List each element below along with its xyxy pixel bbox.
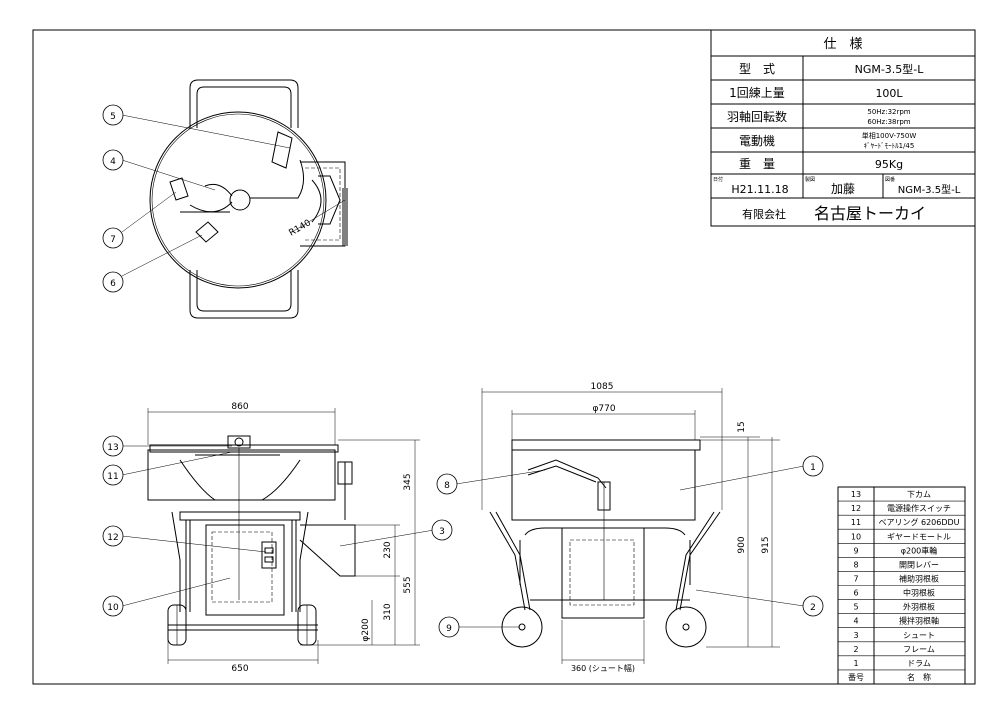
balloon-13: 13 (102, 435, 124, 457)
parts-row-no: 10 (851, 532, 861, 541)
balloon-11: 11 (102, 464, 124, 486)
balloon-2: 2 (802, 595, 824, 617)
svg-text:13: 13 (107, 443, 118, 453)
balloon-8: 8 (436, 473, 458, 495)
dim-1085: 1085 (591, 382, 614, 392)
svg-text:5: 5 (110, 112, 116, 122)
parts-row-name: 補助羽根板 (899, 573, 939, 583)
dim-230: 230 (383, 541, 393, 558)
spec-drafter-label: 製図 (805, 176, 815, 183)
dim-wheel: φ200 (361, 618, 371, 641)
side-view: 860 650 345 230 555 310 φ200 (121, 402, 435, 674)
sheet-border (32, 29, 976, 685)
svg-text:9: 9 (446, 624, 452, 634)
parts-row-no: 番号 (848, 672, 864, 682)
balloon-4: 4 (102, 149, 124, 171)
parts-row-name: φ200車輪 (901, 545, 938, 555)
dim-555: 555 (403, 576, 413, 593)
balloon-10: 10 (102, 595, 124, 617)
spec-value-rpm-60: 60Hz:38rpm (867, 118, 910, 126)
parts-row-name: 名 称 (907, 672, 931, 682)
parts-row-no: 2 (853, 645, 858, 654)
parts-row-name: シュート (903, 631, 935, 640)
svg-text:3: 3 (439, 527, 445, 537)
spec-label-capacity: 1回練上量 (729, 86, 785, 100)
parts-row-no: 6 (853, 589, 858, 598)
parts-row-name: 攪拌羽根軸 (899, 616, 939, 626)
parts-row-name: 外羽根板 (903, 602, 935, 612)
parts-row-name: 下カム (907, 490, 931, 499)
balloon-12: 12 (102, 525, 124, 547)
svg-text:7: 7 (110, 235, 116, 245)
spec-date-label: 日付 (713, 176, 723, 183)
spec-drawing-no: NGM-3.5型-L (898, 183, 961, 196)
svg-text:11: 11 (107, 472, 118, 482)
dim-360: 360 (シュート幅) (571, 663, 635, 673)
spec-value-motor-2: ｷﾞﾔｰﾄﾞﾓｰﾄﾙ1/45 (864, 142, 915, 150)
svg-text:12: 12 (107, 533, 118, 543)
svg-text:8: 8 (444, 481, 450, 491)
balloon-3: 3 (431, 519, 453, 541)
parts-row-name: ドラム (907, 659, 931, 668)
parts-row-no: 4 (853, 617, 858, 626)
parts-row-no: 11 (851, 518, 861, 527)
dim-345: 345 (403, 473, 413, 490)
balloon-9: 9 (438, 616, 460, 638)
dim-860: 860 (231, 402, 248, 412)
parts-row-no: 8 (853, 560, 858, 569)
parts-row-no: 13 (851, 490, 861, 499)
spec-value-weight: 95Kg (875, 158, 903, 171)
svg-text:4: 4 (110, 157, 116, 167)
parts-row-no: 7 (853, 574, 858, 583)
spec-table: 仕 様 型 式 NGM-3.5型-L 1回練上量 100L 羽軸回転数 50Hz… (710, 29, 976, 227)
spec-header: 仕 様 (823, 37, 862, 52)
parts-row-name: ベアリング 6206DDU (878, 517, 959, 527)
parts-row-no: 5 (853, 603, 858, 612)
spec-value-motor-1: 単相100V-750W (862, 131, 917, 140)
parts-row-no: 12 (851, 504, 861, 513)
dim-900: 900 (737, 536, 747, 553)
spec-drafter: 加藤 (831, 182, 855, 196)
parts-row-name: 開閉レバー (899, 560, 939, 569)
parts-row-no: 1 (853, 659, 858, 668)
svg-text:1: 1 (810, 463, 816, 473)
dim-r140: R140 (288, 218, 314, 239)
spec-label-weight: 重 量 (739, 157, 775, 171)
spec-value-capacity: 100L (875, 87, 903, 100)
spec-label-rpm: 羽軸回転数 (727, 109, 787, 124)
balloon-6: 6 (102, 271, 124, 293)
parts-row-name: ギヤードモートル (887, 532, 951, 541)
company-prefix: 有限会社 (742, 207, 786, 221)
spec-date: H21.11.18 (731, 183, 788, 196)
dim-310: 310 (383, 603, 393, 620)
balloon-1: 1 (802, 455, 824, 477)
spec-label-motor: 電動機 (739, 133, 775, 148)
balloon-7: 7 (102, 227, 124, 249)
spec-drawing-no-label: 図番 (885, 176, 895, 183)
dim-915: 915 (761, 536, 771, 553)
spec-label-model: 型 式 (739, 62, 775, 76)
svg-text:6: 6 (110, 279, 116, 289)
company-name: 名古屋トーカイ (814, 204, 926, 223)
top-view: R140 (121, 79, 348, 319)
spec-value-model: NGM-3.5型-L (855, 62, 925, 76)
svg-text:2: 2 (810, 603, 816, 613)
dim-15: 15 (737, 421, 747, 432)
dim-770: φ770 (592, 404, 615, 414)
parts-row-name: 中羽根板 (903, 588, 935, 598)
spec-value-rpm-50: 50Hz:32rpm (867, 108, 910, 116)
parts-row-no: 9 (853, 546, 858, 555)
svg-text:10: 10 (107, 603, 119, 613)
parts-row-no: 3 (853, 631, 858, 640)
parts-row-name: 電源操作スイッチ (887, 503, 951, 513)
front-view: 1085 φ770 15 900 915 360 (シュート幅) (455, 382, 805, 673)
dim-650: 650 (231, 664, 248, 674)
parts-row-name: フレーム (903, 645, 935, 654)
balloon-5: 5 (102, 104, 124, 126)
